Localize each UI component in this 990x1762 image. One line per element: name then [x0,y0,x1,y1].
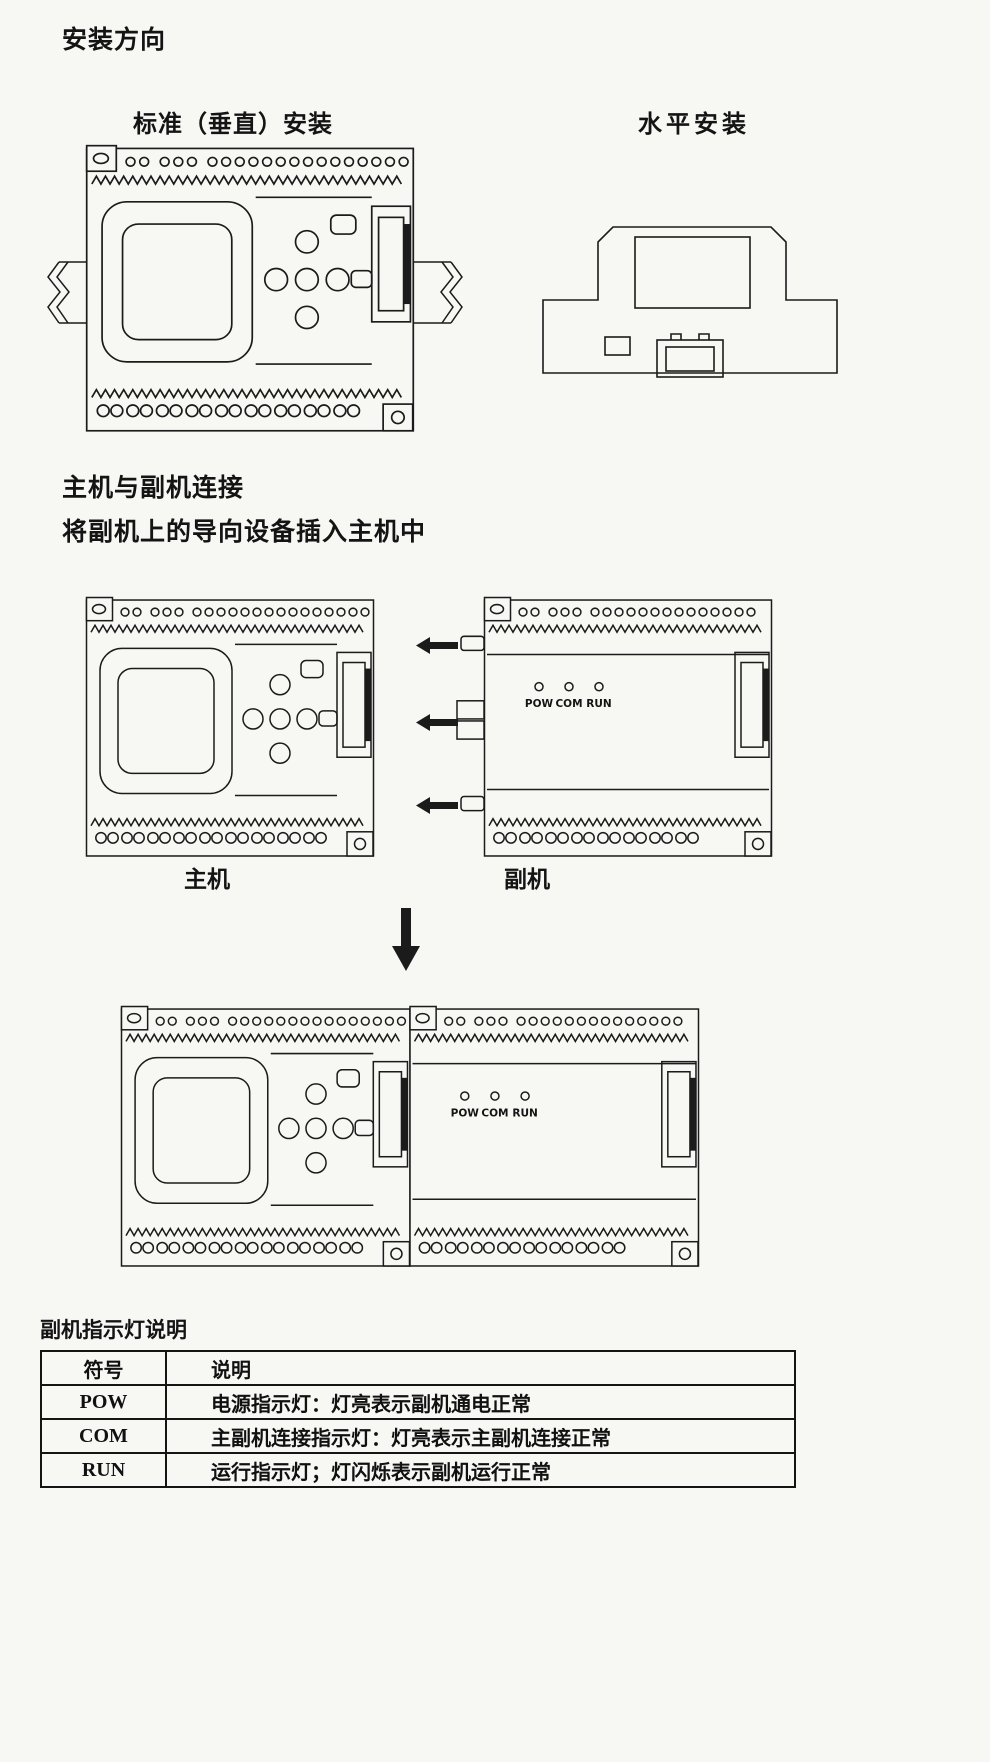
description-column-header: 说明 [165,1350,796,1386]
plc-master-drawing [85,144,415,432]
guide-plug-bottom [460,795,485,812]
indicator-table: 符号 说明 POW 电源指示灯：灯亮表示副机通电正常 COM 主副机连接指示灯：… [40,1350,796,1488]
description-cell: 电源指示灯：灯亮表示副机通电正常 [165,1384,796,1420]
description-cell: 运行指示灯；灯闪烁表示副机运行正常 [165,1452,796,1488]
table-row: COM 主副机连接指示灯：灯亮表示主副机连接正常 [40,1418,796,1454]
profile-outline [542,226,838,374]
table-row: POW 电源指示灯：灯亮表示副机通电正常 [40,1384,796,1420]
combined-master [120,1005,411,1267]
symbol-column-header: 符号 [40,1350,167,1386]
symbol-cell: COM [40,1418,167,1454]
din-clip-tabs [670,333,710,340]
combined-units-drawing [120,1005,700,1267]
left-arrow-icon [416,714,458,731]
side-latch [604,336,631,356]
connection-subheading: 将副机上的导向设备插入主机中 [62,518,427,546]
rail-torn-end-right-inner [440,261,454,324]
master-unit-drawing [85,596,375,857]
connection-heading: 主机与副机连接 [62,474,245,502]
vertical-install-label: 标准（垂直）安装 [133,111,333,138]
table-row: RUN 运行指示灯；灯闪烁表示副机运行正常 [40,1452,796,1488]
symbol-cell: RUN [40,1452,167,1488]
combined-slave [409,1005,700,1267]
table-header-row: 符号 说明 [40,1350,796,1386]
guide-plug-middle-upper [456,700,485,720]
slave-caption: 副机 [504,867,550,892]
device-side-profile [542,226,838,378]
rail-torn-end-left [47,261,61,324]
description-cell: 主副机连接指示灯：灯亮表示主副机连接正常 [165,1418,796,1454]
symbol-cell: POW [40,1384,167,1420]
horizontal-install-diagram [542,226,838,378]
din-clip-inner [665,346,715,372]
indicator-section-title: 副机指示灯说明 [40,1318,187,1342]
master-caption: 主机 [184,867,230,892]
horizontal-install-label: 水平安装 [638,111,750,138]
slave-unit-drawing [456,596,773,857]
left-arrow-icon [416,797,458,814]
body-block [634,236,751,309]
rail-torn-end-left-inner [56,261,70,324]
rail-torn-end-right [449,261,463,324]
down-arrow-icon [392,908,420,971]
din-clip [656,339,724,378]
vertical-install-diagram [47,144,463,432]
guide-plugs [456,635,485,812]
guide-plug-middle-lower [456,720,485,740]
guide-plug-top [460,635,485,652]
left-arrow-icon [416,637,458,654]
page-title: 安装方向 [62,26,167,54]
